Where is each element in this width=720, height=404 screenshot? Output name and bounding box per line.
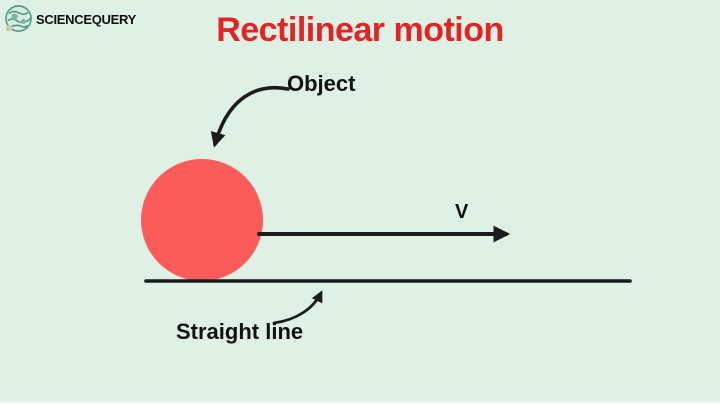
object-pointer-arrow [210,86,290,148]
velocity-label: V [455,201,469,223]
globe-science-icon [5,5,32,32]
straight-line-label: Straight line [176,319,304,344]
page-title: Rectilinear motion [216,11,504,49]
bottom-edge-strip [0,401,720,404]
sciencequery-logo: SCIENCEQUERY [3,4,136,35]
line-pointer-arrow [272,290,323,325]
logo-brand-text: SCIENCEQUERY [36,12,136,27]
object-circle [141,159,263,281]
object-label: Object [287,71,356,96]
